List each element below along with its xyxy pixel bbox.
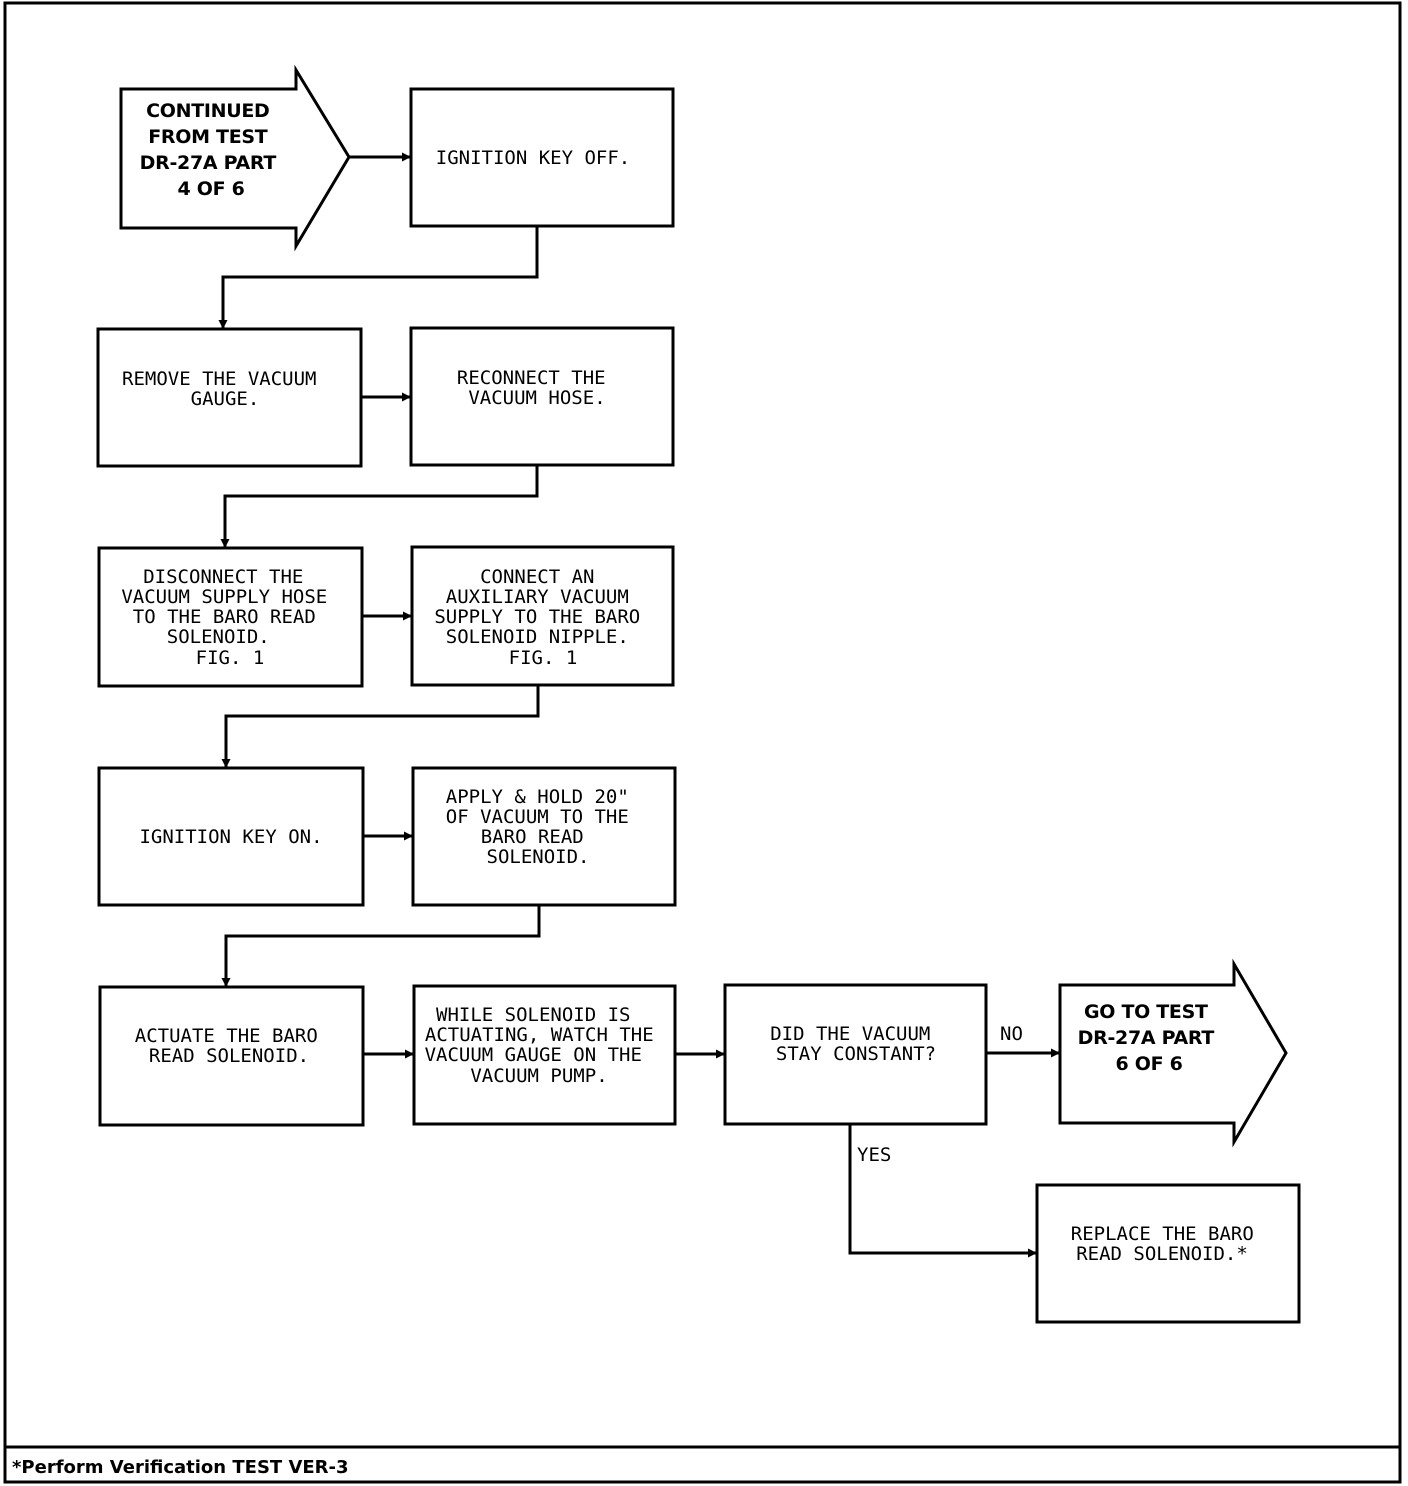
connector-arrow: [218, 226, 539, 329]
step-text: REPLACE THE BARO READ SOLENOID.*: [1071, 1223, 1265, 1265]
step-line: BARO READ: [481, 826, 584, 848]
step-reconnect-vacuum-hose: RECONNECT THE VACUUM HOSE.: [409, 326, 675, 467]
step-line: OF VACUUM TO THE: [446, 806, 629, 828]
step-line: SOLENOID NIPPLE.: [446, 626, 629, 648]
step-line: IGNITION KEY OFF.: [436, 147, 630, 169]
step-ignition-key-on: IGNITION KEY ON.: [97, 766, 365, 907]
step-text: IGNITION KEY ON.: [139, 826, 322, 848]
step-line: READ SOLENOID.*: [1076, 1243, 1248, 1265]
continued-from-line: CONTINUED: [146, 100, 269, 122]
decision-line: STAY CONSTANT?: [776, 1043, 936, 1065]
step-line: AUXILIARY VACUUM: [446, 586, 629, 608]
step-line: READ SOLENOID.: [149, 1045, 309, 1067]
step-line: FIG. 1: [509, 647, 578, 669]
step-line: VACUUM PUMP.: [470, 1065, 607, 1087]
connector-arrow: [221, 905, 541, 987]
go-to-connector: GO TO TEST DR-27A PART 6 OF 6: [1058, 958, 1288, 1148]
step-line: RECONNECT THE: [457, 367, 606, 389]
step-disconnect-supply-hose: DISCONNECT THE VACUUM SUPPLY HOSE TO THE…: [97, 546, 364, 688]
step-line: SOLENOID.: [487, 846, 590, 868]
step-line: TO THE BARO READ: [133, 606, 316, 628]
step-remove-vacuum-gauge: REMOVE THE VACUUM GAUGE.: [96, 327, 363, 468]
go-to-text: GO TO TEST DR-27A PART 6 OF 6: [1078, 1001, 1221, 1075]
go-to-line: GO TO TEST: [1084, 1001, 1208, 1023]
continued-from-text: CONTINUED FROM TEST DR-27A PART 4 OF 6: [140, 100, 283, 200]
step-line: VACUUM GAUGE ON THE: [425, 1044, 642, 1066]
no-branch-label: NO: [1000, 1023, 1023, 1045]
continued-from-line: FROM TEST: [148, 126, 268, 148]
step-line: IGNITION KEY ON.: [139, 826, 322, 848]
yes-branch-label: YES: [857, 1144, 891, 1166]
step-line: DISCONNECT THE: [143, 566, 303, 588]
step-ignition-key-off: IGNITION KEY OFF.: [409, 87, 675, 228]
step-text: APPLY & HOLD 20" OF VACUUM TO THE BARO R…: [446, 786, 640, 868]
step-apply-hold-vacuum: APPLY & HOLD 20" OF VACUUM TO THE BARO R…: [411, 766, 677, 907]
step-text: WHILE SOLENOID IS ACTUATING, WATCH THE V…: [425, 1004, 666, 1087]
decision-text: DID THE VACUUM STAY CONSTANT?: [770, 1023, 942, 1065]
step-line: VACUUM HOSE.: [468, 387, 605, 409]
step-line: SOLENOID.: [167, 626, 270, 648]
decision-vacuum-constant: DID THE VACUUM STAY CONSTANT?: [723, 983, 988, 1126]
go-to-line: 6 OF 6: [1115, 1053, 1182, 1075]
step-text: REMOVE THE VACUUM GAUGE.: [122, 368, 328, 410]
step-line: APPLY & HOLD 20": [446, 786, 629, 808]
step-line: VACUUM SUPPLY HOSE: [121, 586, 327, 608]
connector-arrow-yes: [848, 1124, 1037, 1258]
step-line: ACTUATING, WATCH THE: [425, 1024, 654, 1046]
step-watch-vacuum-gauge: WHILE SOLENOID IS ACTUATING, WATCH THE V…: [412, 984, 677, 1126]
step-line: FIG. 1: [196, 647, 265, 669]
connector-arrow: [221, 685, 540, 768]
step-text: CONNECT AN AUXILIARY VACUUM SUPPLY TO TH…: [434, 566, 651, 669]
step-text: DISCONNECT THE VACUUM SUPPLY HOSE TO THE…: [121, 566, 338, 669]
continued-from-line: DR-27A PART: [140, 152, 277, 174]
step-text: ACTUATE THE BARO READ SOLENOID.: [135, 1025, 329, 1067]
step-replace-solenoid: REPLACE THE BARO READ SOLENOID.*: [1035, 1183, 1301, 1324]
continued-from-line: 4 OF 6: [177, 178, 244, 200]
footnote: *Perform Verification TEST VER-3: [12, 1457, 349, 1478]
step-connect-auxiliary-supply: CONNECT AN AUXILIARY VACUUM SUPPLY TO TH…: [410, 545, 675, 687]
step-text: RECONNECT THE VACUUM HOSE.: [457, 367, 617, 409]
decision-line: DID THE VACUUM: [770, 1023, 930, 1045]
step-line: WHILE SOLENOID IS: [436, 1004, 630, 1026]
step-line: REPLACE THE BARO: [1071, 1223, 1254, 1245]
continued-from-connector: CONTINUED FROM TEST DR-27A PART 4 OF 6: [119, 64, 351, 252]
connector-arrow: [220, 465, 539, 548]
go-to-line: DR-27A PART: [1078, 1027, 1215, 1049]
page-border: [3, 1, 1402, 1484]
step-text: IGNITION KEY OFF.: [436, 147, 630, 169]
step-line: GAUGE.: [191, 388, 260, 410]
step-line: SUPPLY TO THE BARO: [434, 606, 640, 628]
step-line: CONNECT AN: [480, 566, 594, 588]
step-actuate-solenoid: ACTUATE THE BARO READ SOLENOID.: [98, 985, 365, 1127]
step-line: ACTUATE THE BARO: [135, 1025, 318, 1047]
step-line: REMOVE THE VACUUM: [122, 368, 316, 390]
